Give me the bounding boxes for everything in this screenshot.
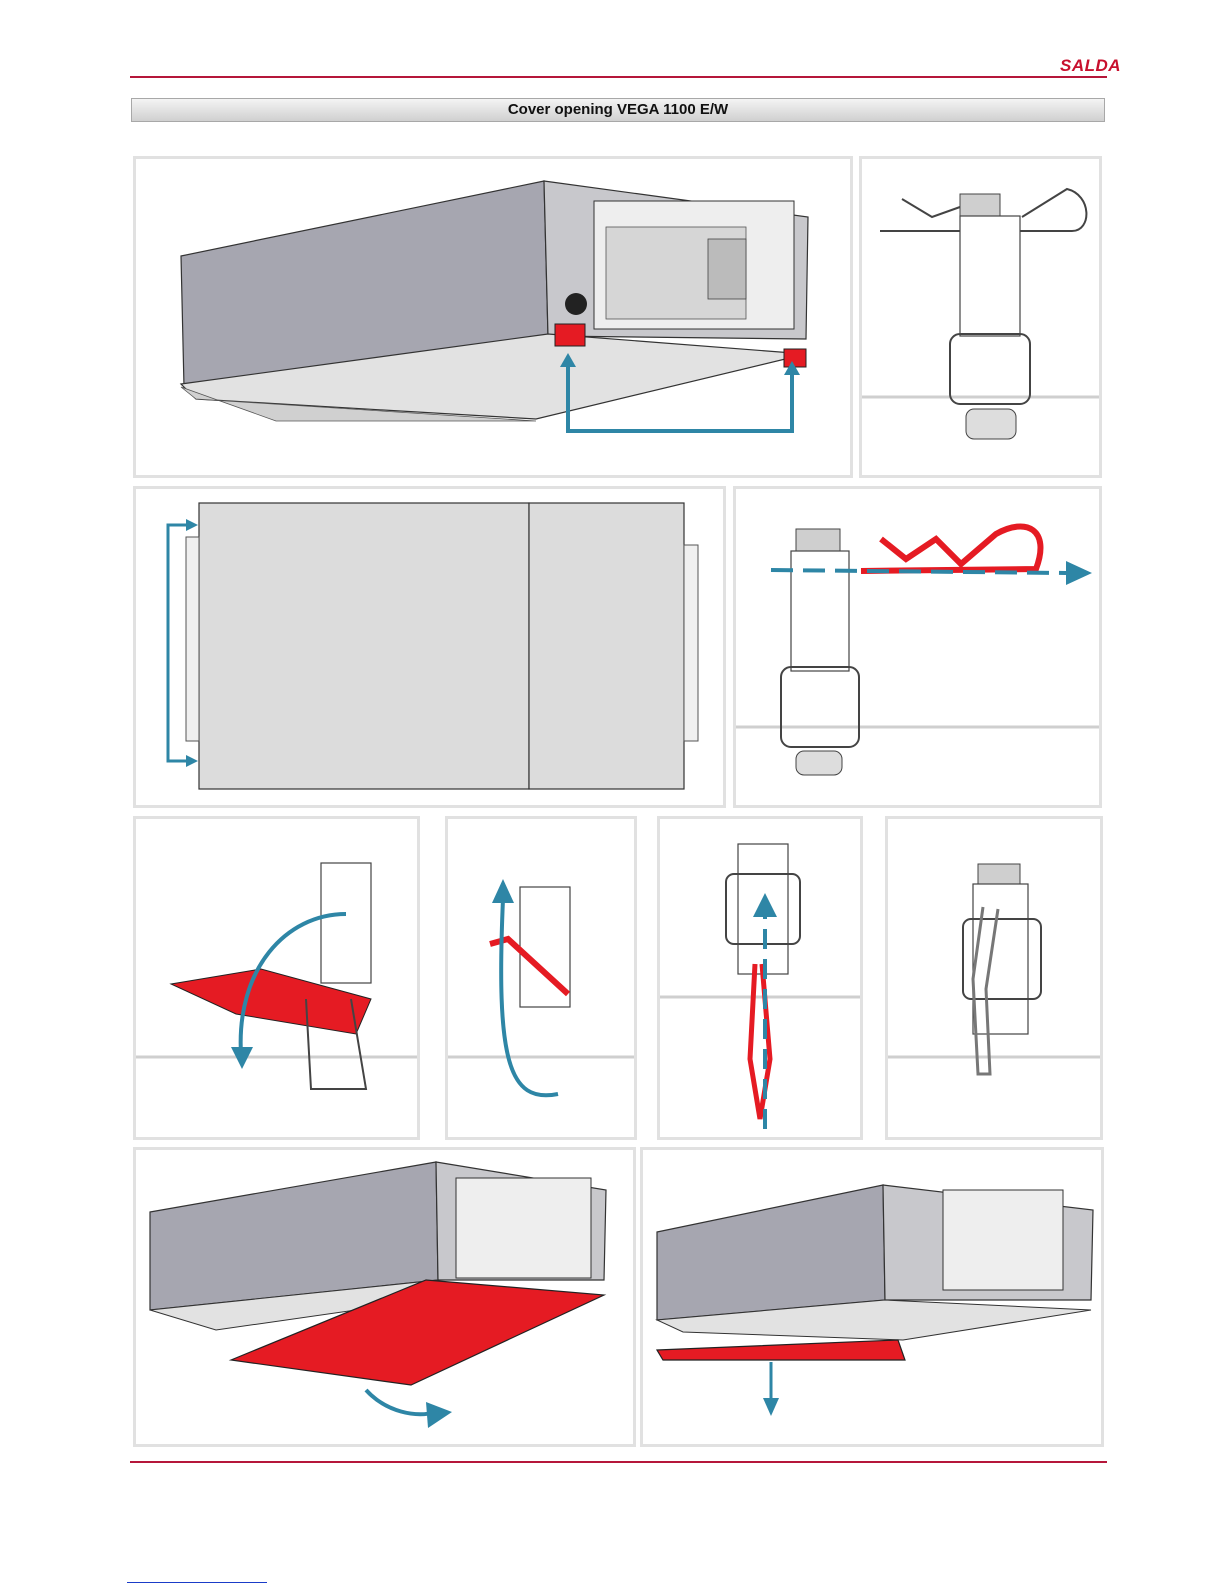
footer-rule [130,1461,1107,1463]
header-rule [130,76,1107,78]
figure-cover-remove [640,1147,1104,1447]
logo: SALDA [1060,56,1121,76]
footer-link-underline [127,1582,267,1583]
figure-latch-lever [133,816,420,1140]
figure-hook-lift [445,816,637,1140]
section-title-bar: Cover opening VEGA 1100 E/W [131,98,1105,122]
arrow-icon [366,1390,436,1414]
figure-latch-pinned [885,816,1103,1140]
figure-pin-removal [733,486,1102,808]
figure-pin-insert [657,816,863,1140]
figure-cover-swing [133,1147,636,1447]
figure-top-view [133,486,726,808]
figure-latch-closed [859,156,1102,478]
page-title: Cover opening VEGA 1100 E/W [508,101,728,118]
figure-unit-latches [133,156,853,478]
